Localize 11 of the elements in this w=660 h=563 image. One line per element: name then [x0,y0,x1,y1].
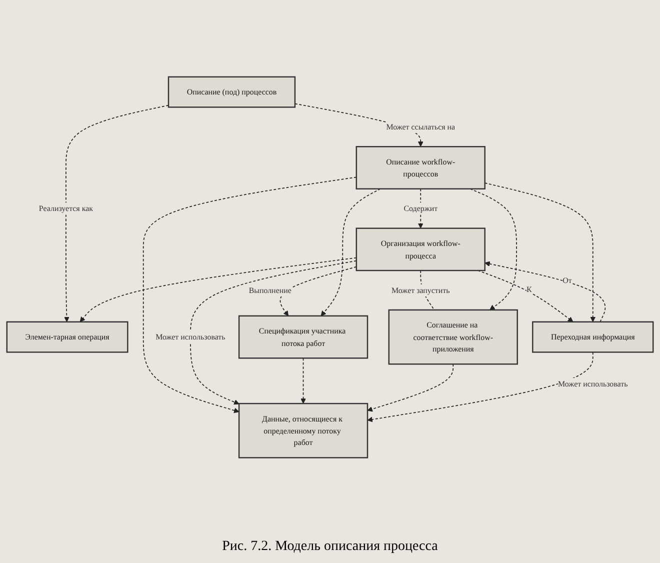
arrow [300,358,306,404]
arrow [190,260,357,405]
arrow [64,105,169,322]
arrow [367,352,594,422]
arrow [142,176,357,414]
arrow [484,182,596,322]
figure-caption: Рис. 7.2. Модель описания процесса [222,538,438,556]
arrow [484,261,606,323]
arrow [280,266,357,316]
arrow [367,364,454,412]
arrow [80,258,357,322]
